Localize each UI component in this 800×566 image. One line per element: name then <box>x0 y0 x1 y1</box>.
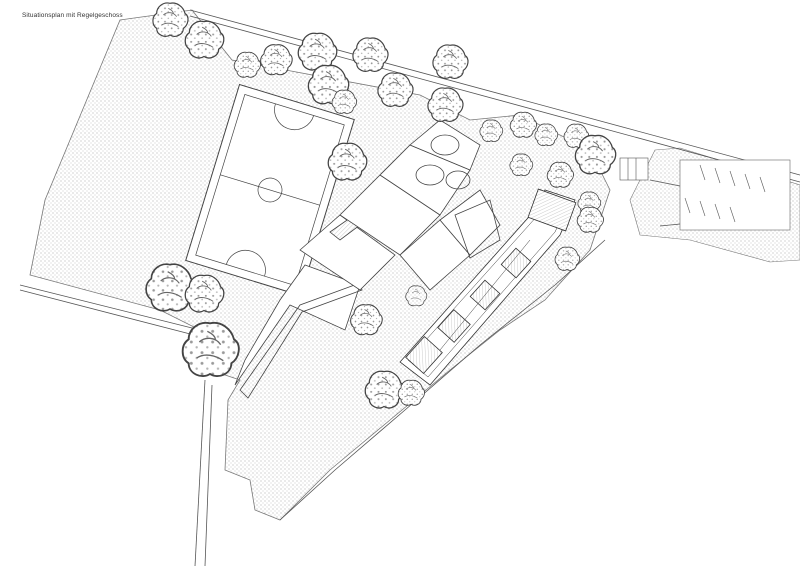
parking-lot <box>619 157 791 231</box>
buildings <box>234 119 501 399</box>
main-building <box>399 188 577 386</box>
plan-title: Situationsplan mit Regelgeschoss <box>22 12 123 19</box>
